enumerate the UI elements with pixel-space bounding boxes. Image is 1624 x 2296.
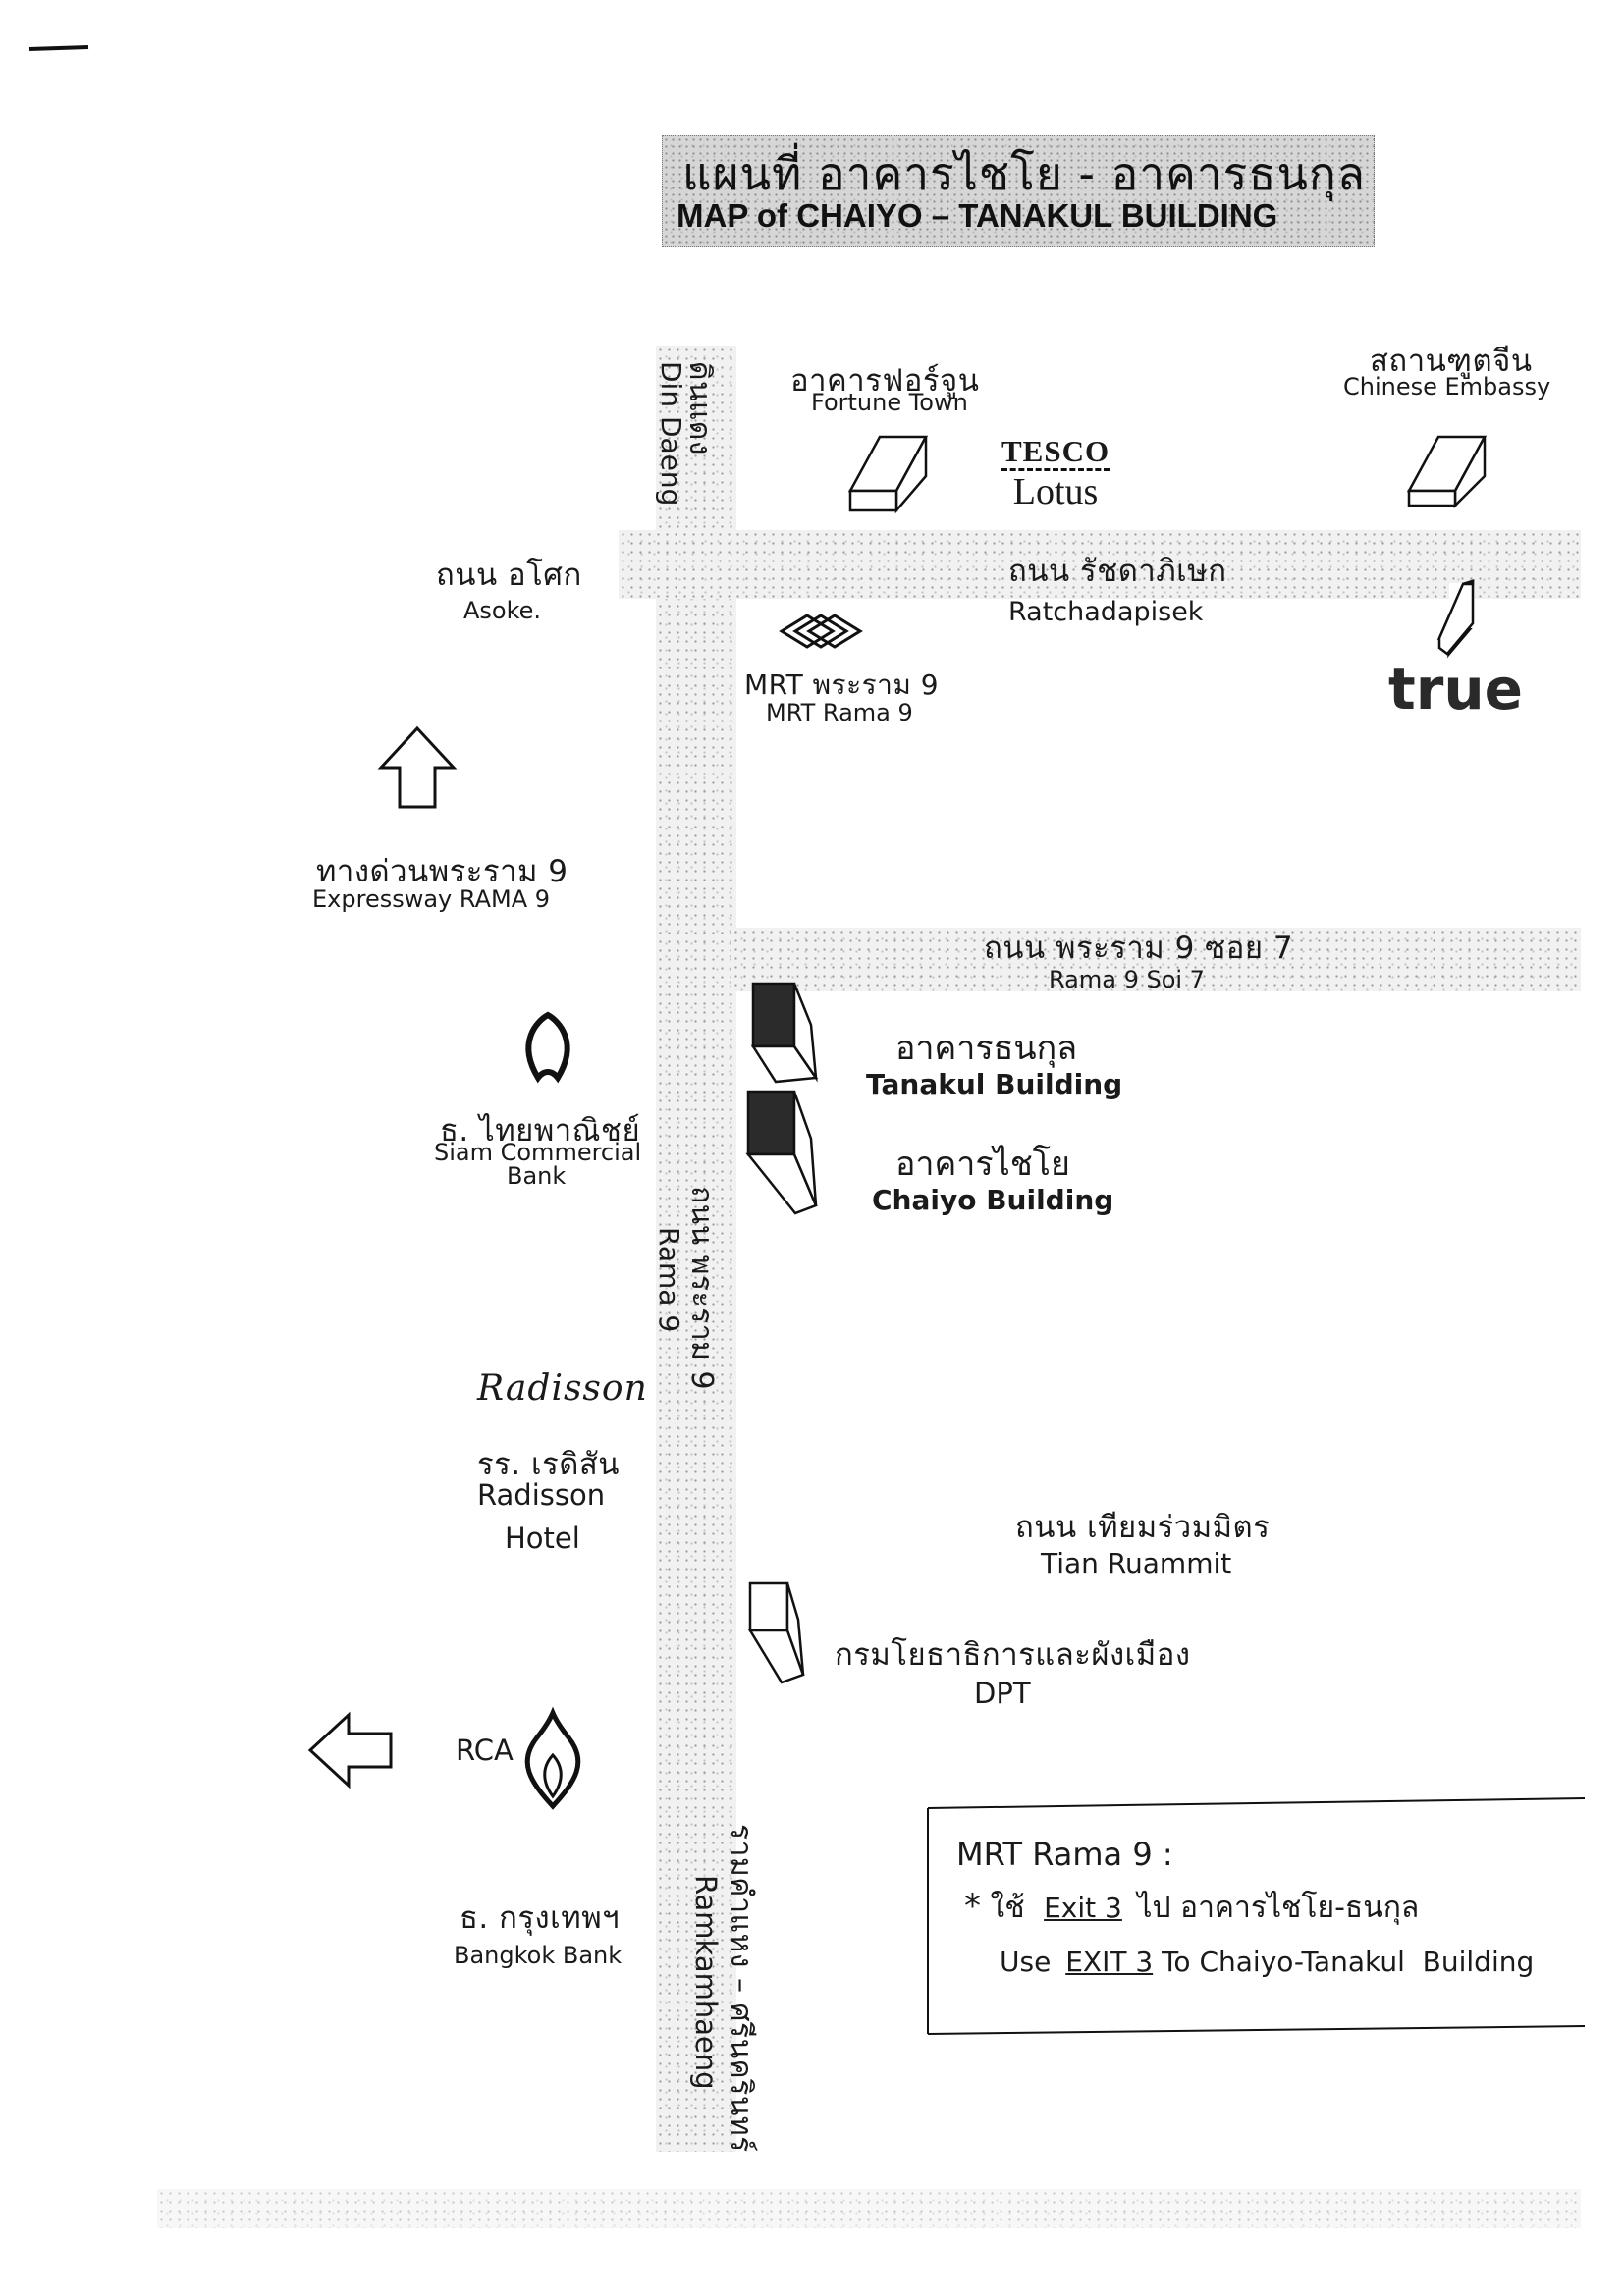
radisson-label-english-2: Hotel — [505, 1522, 580, 1555]
tanakul-label-english: Tanakul Building — [866, 1068, 1123, 1100]
fortune-town-label-thai: อาคารฟอร์จูน — [790, 363, 980, 399]
map-title-thai: แผนที่ อาคารไชโย - อาคารธนกุล — [682, 147, 1366, 200]
info-box-thai-exit: Exit 3 — [1044, 1892, 1122, 1924]
dpt-label-english: DPT — [974, 1677, 1031, 1710]
road-label-asoke-thai: ถนน อโศก — [436, 558, 582, 593]
road-rama9-soi7 — [731, 928, 1581, 991]
road-bottom-strip — [157, 2189, 1581, 2228]
chaiyo-building-icon — [745, 1090, 818, 1215]
bangkok-bank-label-english: Bangkok Bank — [454, 1942, 623, 1969]
chinese-embassy-building-icon — [1406, 435, 1488, 509]
road-label-ramkhamhaeng-english: Ramkamhaeng — [689, 1875, 723, 2090]
mrt-rama9-label-thai: MRT พระราม 9 — [744, 668, 940, 701]
map-title-box: แผนที่ อาคารไชโย - อาคารธนกุล MAP of CHA… — [662, 135, 1375, 247]
dpt-label-thai: กรมโยธาธิการและผังเมือง — [835, 1637, 1191, 1673]
tanakul-label-thai: อาคารธนกุล — [895, 1029, 1078, 1068]
road-label-rama9-thai-wrap: ถนน พระราม 9 — [678, 1186, 725, 1390]
scb-logo-icon — [525, 1011, 570, 1084]
info-box-en-rest: To Chaiyo-Tanakul Building — [1162, 1946, 1535, 1978]
lotus-logo-text: Lotus — [1012, 471, 1099, 512]
road-label-ratchadapisek-english: Ratchadapisek — [1008, 597, 1204, 627]
expressway-label-thai: ทางด่วนพระราม 9 — [316, 854, 568, 889]
dpt-building-icon — [747, 1581, 805, 1684]
mrt-rama9-label-english: MRT Rama 9 — [766, 699, 913, 726]
tesco-logo-text: TESCO — [1001, 436, 1110, 471]
road-label-rama9-en-wrap: Rama 9 — [653, 1227, 685, 1332]
road-label-ramkhamhaeng-thai-wrap: รามคำแหง – ศรีนครินทร์ — [718, 1824, 764, 2153]
road-label-din-daeng-english: Din Daeng — [655, 361, 687, 507]
corner-mark — [28, 45, 89, 51]
info-box-heading: MRT Rama 9 : — [956, 1836, 1173, 1873]
true-building-icon — [1436, 579, 1475, 659]
info-box-english-line: Use EXIT 3 To Chaiyo-Tanakul Building — [1000, 1946, 1534, 1978]
info-box-en-use: Use — [1000, 1946, 1052, 1978]
road-label-ramkhamhaeng-thai: รามคำแหง – ศรีนครินทร์ — [724, 1824, 758, 2153]
road-label-rama9-soi7-thai: ถนน พระราม 9 ซอย 7 — [984, 931, 1294, 966]
road-label-rama9-thai: ถนน พระราม 9 — [684, 1186, 719, 1391]
arrow-left-icon — [307, 1711, 393, 1789]
true-logo: true — [1388, 656, 1523, 722]
fortune-town-building-icon — [847, 435, 929, 514]
road-label-ramkhamhaeng-en-wrap: Ramkamhaeng — [689, 1875, 723, 2090]
bangkok-bank-logo-icon — [524, 1706, 581, 1810]
info-box-en-exit: EXIT 3 — [1065, 1946, 1154, 1978]
chinese-embassy-label-english: Chinese Embassy — [1343, 373, 1551, 400]
info-box-thai-use: ใช้ — [990, 1891, 1025, 1925]
road-label-rama9-soi7-english: Rama 9 Soi 7 — [1049, 966, 1205, 993]
info-box-border — [927, 1797, 1586, 2035]
radisson-label-english-1: Radisson — [477, 1478, 606, 1512]
road-label-din-daeng-thai: ดินแดง — [682, 361, 717, 455]
info-box-thai-line: * ใช้ Exit 3 ไป อาคารไชโย-ธนกุล — [964, 1885, 1419, 1931]
scb-label-thai: ธ. ไทยพาณิชย์ — [440, 1113, 641, 1148]
info-box-bullet: * — [964, 1887, 981, 1926]
rca-label: RCA — [456, 1734, 514, 1767]
fortune-town-label-english: Fortune Town — [811, 389, 968, 416]
chinese-embassy-label-thai: สถานฑูตจีน — [1370, 344, 1533, 379]
scb-label-english-1: Siam Commercial — [434, 1139, 642, 1166]
road-din-daeng-rama9-vertical — [656, 346, 736, 2152]
chaiyo-label-thai: อาคารไชโย — [895, 1145, 1070, 1184]
mrt-logo-icon — [779, 614, 863, 649]
tesco-lotus-logo: TESCO Lotus — [1001, 436, 1110, 510]
road-label-din-daeng-en-wrap: Din Daeng — [655, 361, 687, 506]
road-label-ratchadapisek-thai: ถนน รัชดาภิเษก — [1008, 554, 1227, 589]
info-box-thai-rest: ไป อาคารไชโย-ธนกุล — [1137, 1891, 1420, 1925]
road-label-tian-ruammit-english: Tian Ruammit — [1041, 1547, 1232, 1579]
arrow-up-icon — [377, 725, 458, 809]
road-label-rama9-english: Rama 9 — [653, 1227, 685, 1333]
chaiyo-label-english: Chaiyo Building — [872, 1184, 1114, 1216]
radisson-label-thai: รร. เรดิสัน — [477, 1447, 620, 1482]
road-ratchadapisek — [619, 530, 1581, 599]
map-title-english: MAP of CHAIYO – TANAKUL BUILDING — [677, 197, 1278, 234]
bangkok-bank-label-thai: ธ. กรุงเทพฯ — [460, 1900, 621, 1936]
scb-label-english-2: Bank — [507, 1162, 567, 1190]
road-label-asoke-english: Asoke. — [463, 597, 542, 624]
expressway-label-english: Expressway RAMA 9 — [312, 885, 551, 913]
tanakul-building-icon — [750, 982, 819, 1084]
radisson-logo: Radisson — [477, 1368, 648, 1409]
road-label-tian-ruammit-thai: ถนน เทียมร่วมมิตร — [1015, 1510, 1271, 1545]
